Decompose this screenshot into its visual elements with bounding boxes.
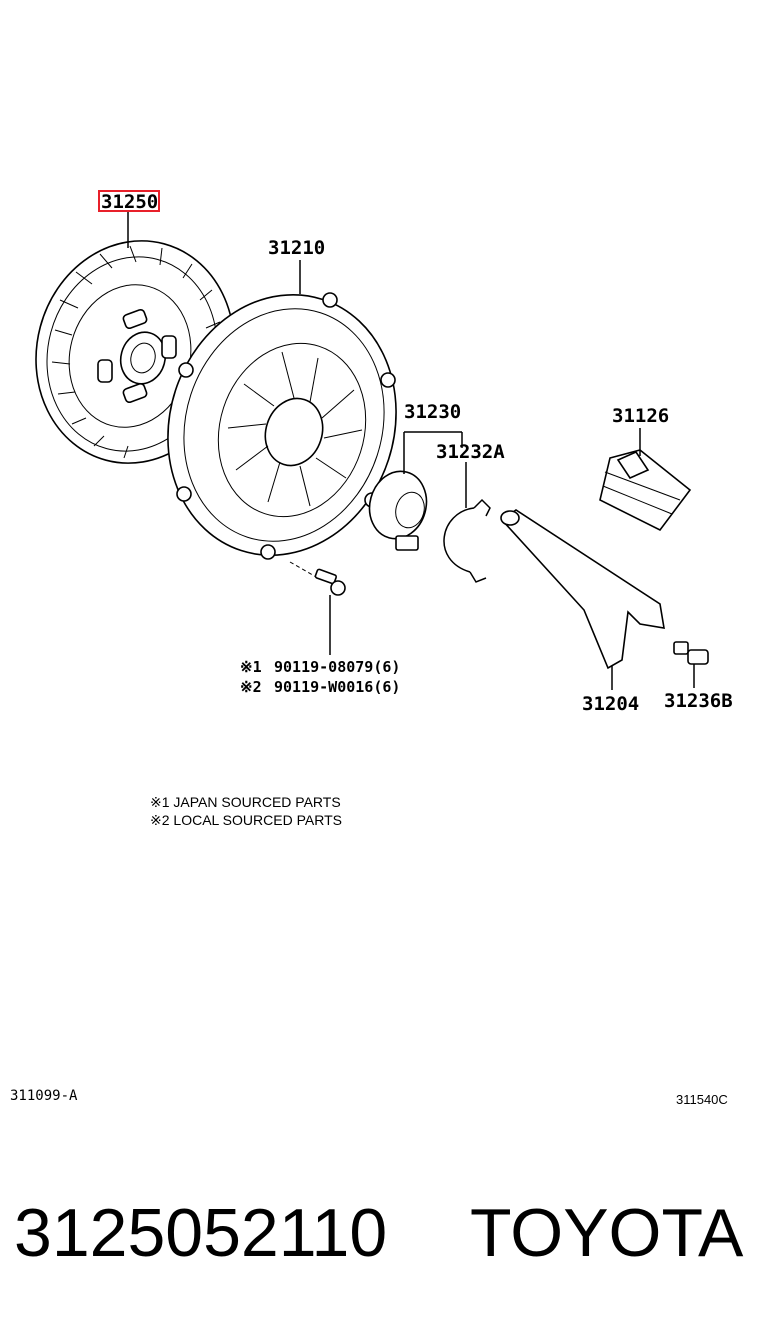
callout-clip: 31232A [436, 441, 505, 463]
callout-boot: 31126 [612, 405, 669, 427]
pressure-plate-drawing [167, 292, 397, 560]
callout-release-fork: 31204 [582, 693, 639, 715]
highlight-box [98, 190, 160, 212]
boot-drawing [599, 449, 692, 532]
fork-support-drawing [673, 641, 709, 688]
brand-name: TOYOTA [470, 1195, 744, 1271]
legend-local: ※2 LOCAL SOURCED PARTS [150, 812, 342, 828]
figure-code-left: 311099-A [10, 1088, 78, 1104]
release-fork-drawing [500, 509, 665, 670]
callout-release-bearing: 31230 [404, 401, 461, 423]
bolt-mark-1: ※1 [240, 658, 262, 676]
clip-drawing [443, 498, 491, 583]
legend-japan: ※1 JAPAN SOURCED PARTS [150, 794, 341, 810]
callout-fork-support: 31236B [664, 690, 733, 712]
part-number: 3125052110 [14, 1195, 387, 1271]
bolt-part-1: 90119-08079(6) [274, 658, 400, 676]
release-bearing-drawing [368, 470, 428, 551]
bolt-mark-2: ※2 [240, 678, 262, 696]
bolt-part-2: 90119-W0016(6) [274, 678, 400, 696]
callout-pressure-plate: 31210 [268, 237, 325, 259]
bolt-drawing [314, 568, 346, 596]
callout-clutch-disc: 31250 [101, 191, 158, 213]
figure-code-right: 311540C [676, 1092, 728, 1107]
